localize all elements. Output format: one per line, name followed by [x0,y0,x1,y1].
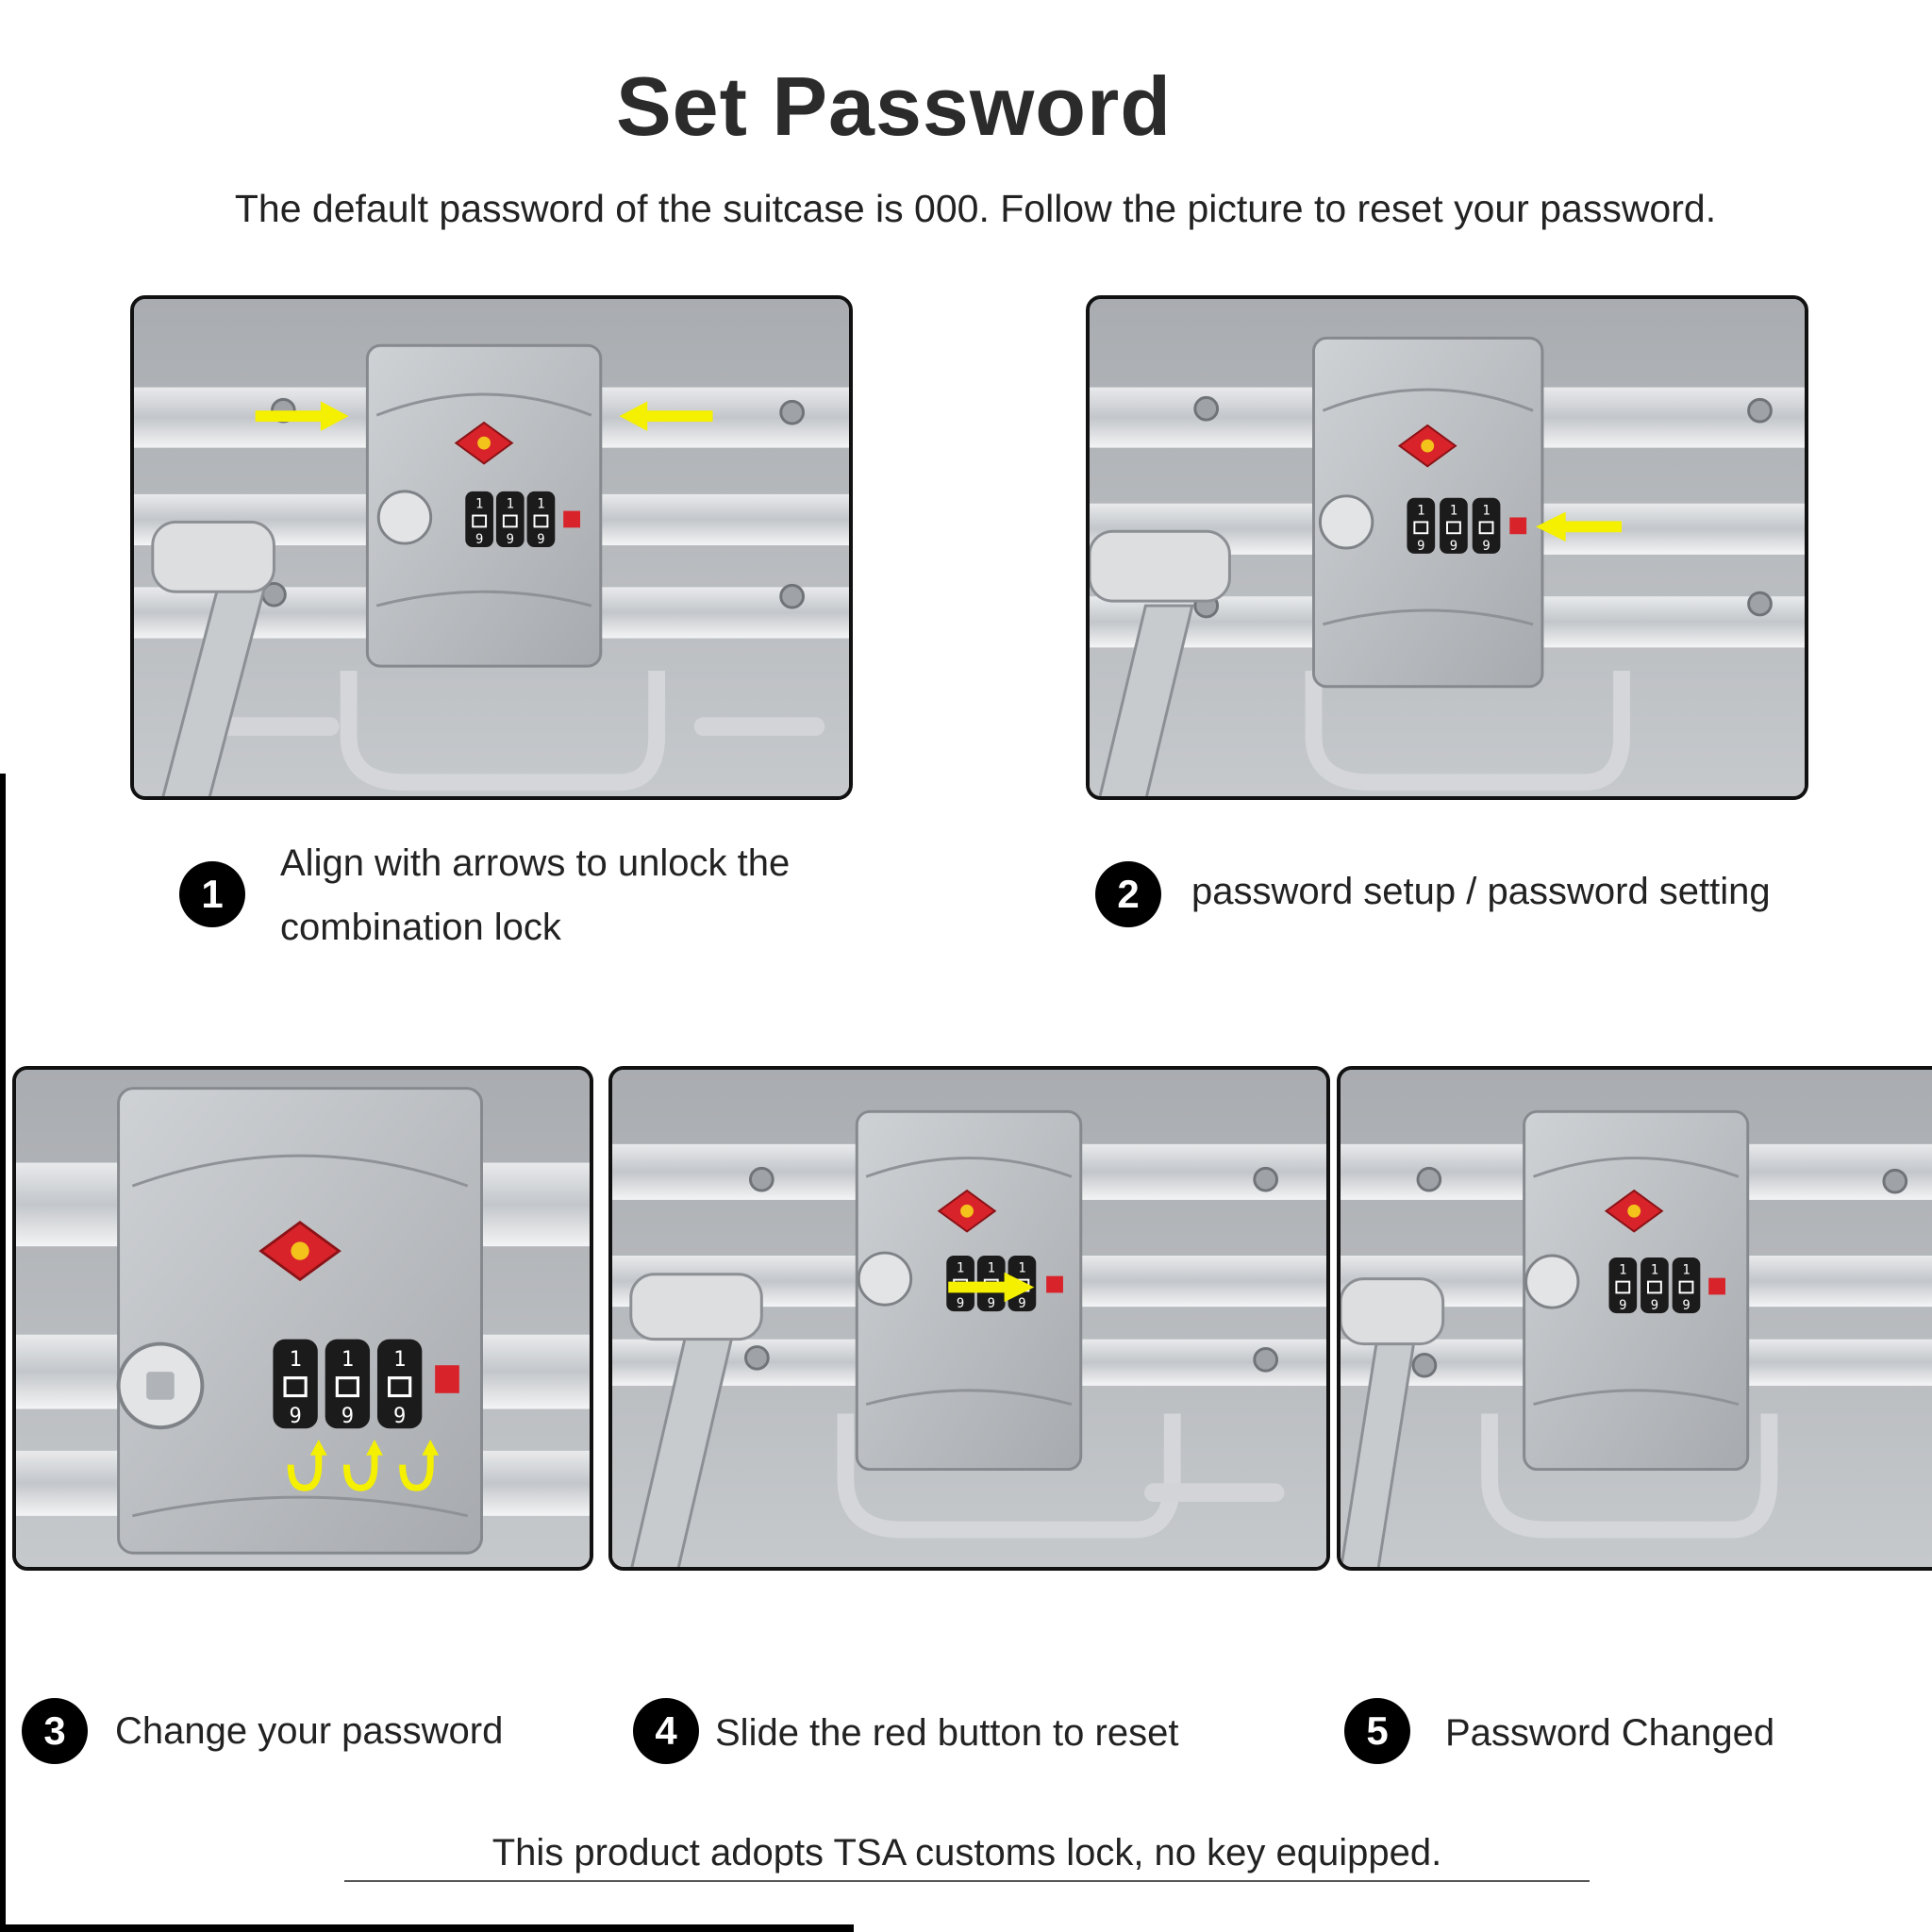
footer-note: This product adopts TSA customs lock, no… [491,1832,1442,1874]
step-5-text: Password Changed [1445,1712,1775,1754]
step-4-image [608,1066,1330,1571]
page-title: Set Password [615,59,1173,153]
step-1-text-line1: Align with arrows to unlock the [280,842,791,884]
step-5-badge: 5 [1344,1698,1410,1764]
step-4-badge: 4 [633,1698,699,1764]
step-3-image [12,1066,593,1571]
footer-divider [344,1880,1590,1882]
step-3-text: Change your password [115,1710,504,1752]
step-1-image [130,295,853,800]
step-1-text-line2: combination lock [280,907,561,948]
page-subtitle: The default password of the suitcase is … [234,187,1717,230]
left-border-line [0,774,6,1932]
step-2-image [1086,295,1808,800]
step-2-badge: 2 [1095,861,1161,927]
step-1-badge: 1 [179,861,245,927]
step-4-text: Slide the red button to reset [715,1712,1179,1754]
step-3-badge: 3 [22,1698,88,1764]
step-5-image [1337,1066,1932,1571]
step-2-text: password setup / password setting [1191,871,1771,912]
bottom-border-line [0,1924,854,1932]
